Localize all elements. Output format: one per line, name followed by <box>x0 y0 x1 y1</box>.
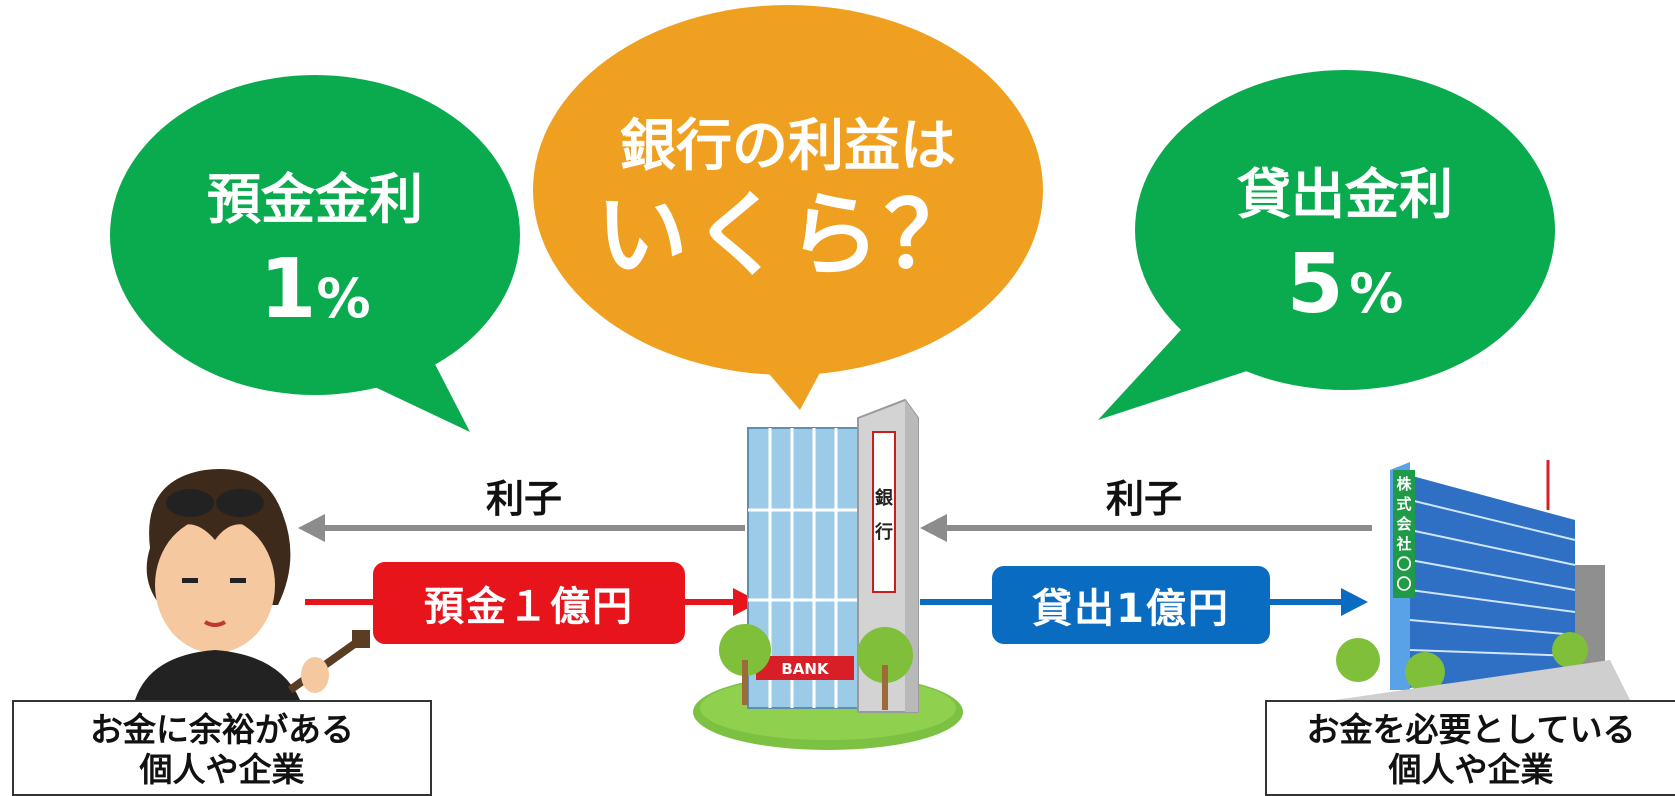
left-caption-box: お金に余裕がある 個人や企業 <box>12 700 432 796</box>
bank-vertical-char: 行 <box>875 522 893 543</box>
right-bubble-shape <box>1098 70 1555 420</box>
loan-rate-value: 5 % <box>1200 230 1490 362</box>
left-caption-line2: 個人や企業 <box>139 750 305 789</box>
left-interest-label: 利子 <box>486 477 563 521</box>
center-bubble-line2: いくら？ <box>595 182 980 289</box>
company-vertical-char: 株 <box>1396 475 1412 493</box>
deposit-rate-number: 1 <box>259 242 317 337</box>
loan-rate-title: 貸出金利 <box>1237 163 1453 226</box>
person-with-guitar-illustration <box>135 468 370 700</box>
deposit-amount-label: 預金１億円 <box>373 562 685 644</box>
left-caption-line1: お金に余裕がある <box>90 710 354 749</box>
loan-amount-label: 貸出1億円 <box>992 566 1270 644</box>
bank-vertical-char: 銀 <box>875 488 893 509</box>
right-caption-box: お金を必要としている 個人や企業 <box>1265 700 1675 796</box>
right-bubble-text: 貸出金利 5 % <box>1200 160 1490 362</box>
deposit-rate-unit: % <box>316 267 371 330</box>
company-vertical-char: 式 <box>1396 495 1412 513</box>
right-caption-line1: お金を必要としている <box>1306 710 1636 749</box>
company-vertical-char: 会 <box>1396 515 1412 533</box>
center-bubble-shape <box>533 5 1043 410</box>
center-bubble-line1: 銀行の利益は <box>620 114 956 179</box>
company-building-illustration <box>1335 460 1630 700</box>
right-interest-arrow <box>920 514 1372 542</box>
left-bubble-shape <box>110 75 520 432</box>
bank-vertical-sign: 銀 行 <box>873 482 895 550</box>
company-vertical-char: 〇 <box>1396 575 1412 593</box>
left-bubble-text: 預金金利 1% <box>170 165 460 367</box>
company-vertical-char: 社 <box>1396 535 1412 553</box>
bank-building-illustration <box>693 398 963 750</box>
loan-rate-number: 5 <box>1286 237 1344 332</box>
company-vertical-sign: 株 式 会 社 〇 〇 <box>1393 474 1415 594</box>
deposit-rate-value: 1% <box>170 235 460 367</box>
loan-rate-unit: % <box>1349 262 1404 325</box>
bank-sign: BANK <box>781 660 829 678</box>
left-interest-arrow <box>298 514 745 542</box>
deposit-rate-title: 預金金利 <box>207 168 423 231</box>
right-caption-line2: 個人や企業 <box>1388 750 1554 789</box>
right-interest-label: 利子 <box>1106 477 1183 521</box>
company-vertical-char: 〇 <box>1396 555 1412 573</box>
center-bubble-text: 銀行の利益は いくら？ <box>583 112 993 290</box>
